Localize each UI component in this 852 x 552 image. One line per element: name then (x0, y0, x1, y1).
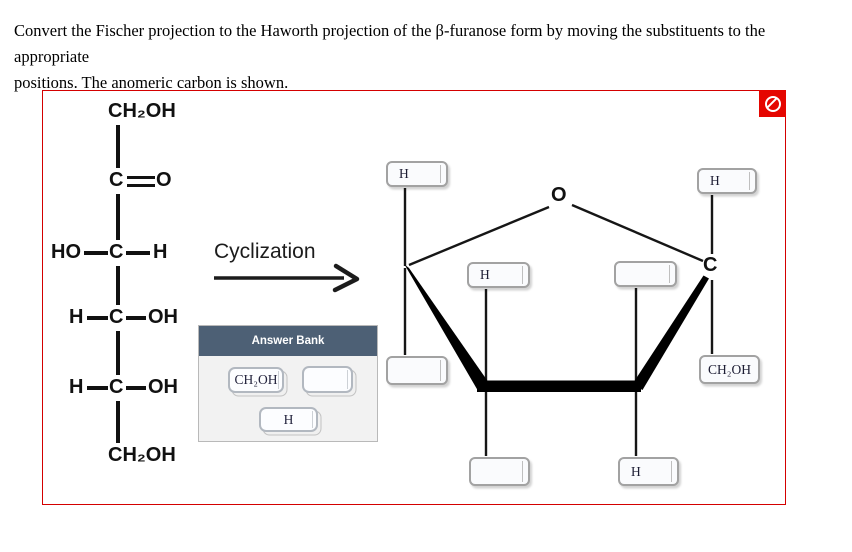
anomeric-carbon-label: C (703, 254, 718, 276)
drop-slot-bottom-right[interactable]: H (618, 457, 679, 486)
fischer-c3-right: H (153, 241, 168, 263)
fischer-bond (126, 386, 146, 390)
fischer-bond (84, 251, 108, 255)
fischer-c3-carbon: C (109, 241, 124, 263)
fischer-bond (116, 266, 120, 305)
fischer-c5-left: H (69, 376, 84, 398)
fischer-c2-carbon: C (109, 169, 124, 191)
drop-slot-ring-left[interactable]: H (467, 262, 530, 288)
incorrect-status-badge (759, 90, 786, 117)
answer-bank-header: Answer Bank (199, 326, 377, 356)
fischer-c6-label: CH₂OH (108, 444, 176, 466)
ring-oxygen-label: O (551, 184, 567, 206)
fischer-bond (87, 386, 108, 390)
question-instructions: Convert the Fischer projection to the Ha… (14, 18, 840, 96)
answer-chip-h[interactable]: H (259, 407, 318, 432)
fischer-bond (126, 316, 146, 320)
drop-slot-ring-right[interactable] (614, 261, 677, 287)
fischer-double-bond (127, 183, 155, 187)
fischer-c4-right: OH (148, 306, 178, 328)
no-symbol-icon (764, 95, 781, 112)
answer-panel (42, 90, 786, 505)
answer-bank-body: CH₂OH H (199, 356, 377, 443)
fischer-bond (116, 401, 120, 443)
fischer-c4-left: H (69, 306, 84, 328)
fischer-c4-carbon: C (109, 306, 124, 328)
fischer-bond (116, 125, 120, 168)
answer-bank: Answer Bank CH₂OH H (198, 325, 378, 442)
instructions-line-1: Convert the Fischer projection to the Ha… (14, 21, 766, 66)
cyclization-label: Cyclization (214, 240, 316, 263)
instructions-line-2: positions. The anomeric carbon is shown. (14, 73, 289, 92)
fischer-c5-right: OH (148, 376, 178, 398)
fischer-bond (116, 331, 120, 375)
fischer-c5-carbon: C (109, 376, 124, 398)
fixed-label-ch2oh: CH₂OH (699, 355, 760, 384)
fischer-c2-oxygen: O (156, 169, 172, 191)
fischer-bond (126, 251, 150, 255)
fischer-bond (116, 194, 120, 240)
answer-chip-ch2oh[interactable]: CH₂OH (228, 367, 284, 393)
drop-slot-top-left[interactable]: H (386, 161, 448, 187)
answer-chip-empty[interactable] (302, 366, 353, 393)
fischer-double-bond (127, 175, 155, 179)
answer-bank-title: Answer Bank (251, 335, 325, 347)
fischer-c1-label: CH₂OH (108, 100, 176, 122)
drop-slot-bottom-left[interactable] (469, 457, 530, 486)
drop-slot-mid-left[interactable] (386, 356, 448, 385)
fischer-bond (87, 316, 108, 320)
drop-slot-top-right[interactable]: H (697, 168, 757, 194)
fischer-c3-left: HO (51, 241, 81, 263)
